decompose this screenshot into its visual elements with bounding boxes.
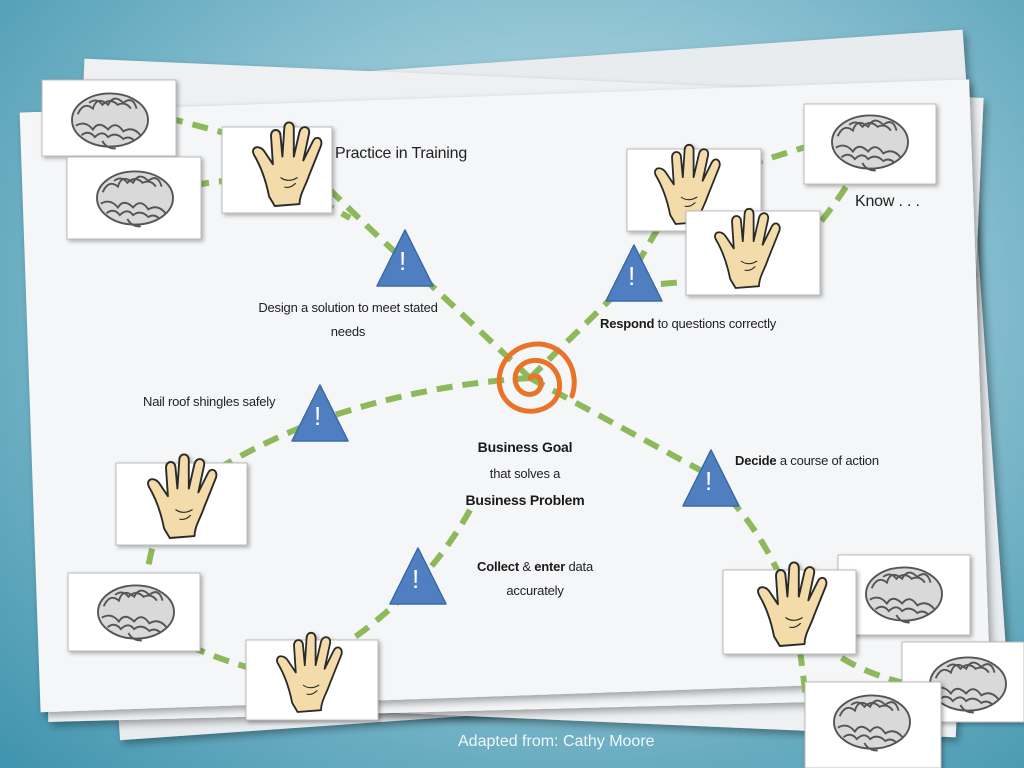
branch-collect-label: Collect & enter data accurately [470, 555, 600, 603]
brain-card-2 [66, 156, 202, 240]
branch-collect-verb2: enter [534, 559, 566, 574]
branch-respond-verb: Respond [600, 316, 655, 331]
center-goal-line1: Business Goal [477, 439, 573, 455]
branch-nail-label: Nail roof shingles safely [143, 394, 275, 409]
branch-design-text2: needs [330, 324, 366, 339]
branch-design-label: Design a solution to meet stated needs [248, 296, 448, 344]
branch-decide-text: a course of action [776, 453, 879, 468]
warning-mark-respond: ! [628, 261, 636, 291]
branch-decide-verb: Decide [735, 453, 777, 468]
branch-collect-mid: & [518, 559, 535, 574]
brain-card-1 [41, 79, 177, 157]
warning-mark-collect: ! [412, 564, 420, 594]
branch-decide-label: Decide a course of action [735, 453, 879, 468]
warning-mark-nail: ! [314, 401, 322, 431]
hand-card-4 [115, 453, 248, 546]
brain-card-3 [803, 103, 937, 185]
branch-collect-verb: Collect [477, 559, 519, 574]
hand-card-6 [722, 561, 857, 655]
practice-label: Practice in Training [335, 145, 468, 162]
center-goal-line2: that solves a [489, 466, 561, 481]
footer-credit: Adapted from: Cathy Moore [458, 733, 655, 750]
warning-mark-design: ! [399, 246, 407, 276]
spiral-goal-icon [496, 341, 577, 414]
branch-respond-label: Respond to questions correctly [600, 316, 776, 331]
brain-card-5 [837, 554, 971, 636]
branch-respond-text: to questions correctly [654, 316, 777, 331]
center-goal-label: Business Goal that solves a Business Pro… [440, 434, 610, 514]
branch-collect-text: data [565, 559, 593, 574]
branch-collect-text2: accurately [506, 583, 564, 598]
hand-card-1 [221, 121, 333, 214]
brain-card-4 [67, 572, 201, 652]
hand-card-5 [245, 631, 379, 721]
hand-card-3 [685, 207, 821, 296]
branch-design-text: Design a solution to meet stated [258, 300, 438, 315]
know-label: Know . . . [855, 193, 920, 210]
branch-nail-text: Nail roof shingles safely [143, 394, 276, 409]
center-goal-line3: Business Problem [465, 492, 585, 508]
brain-card-7 [804, 681, 942, 768]
warning-mark-decide: ! [705, 466, 713, 496]
